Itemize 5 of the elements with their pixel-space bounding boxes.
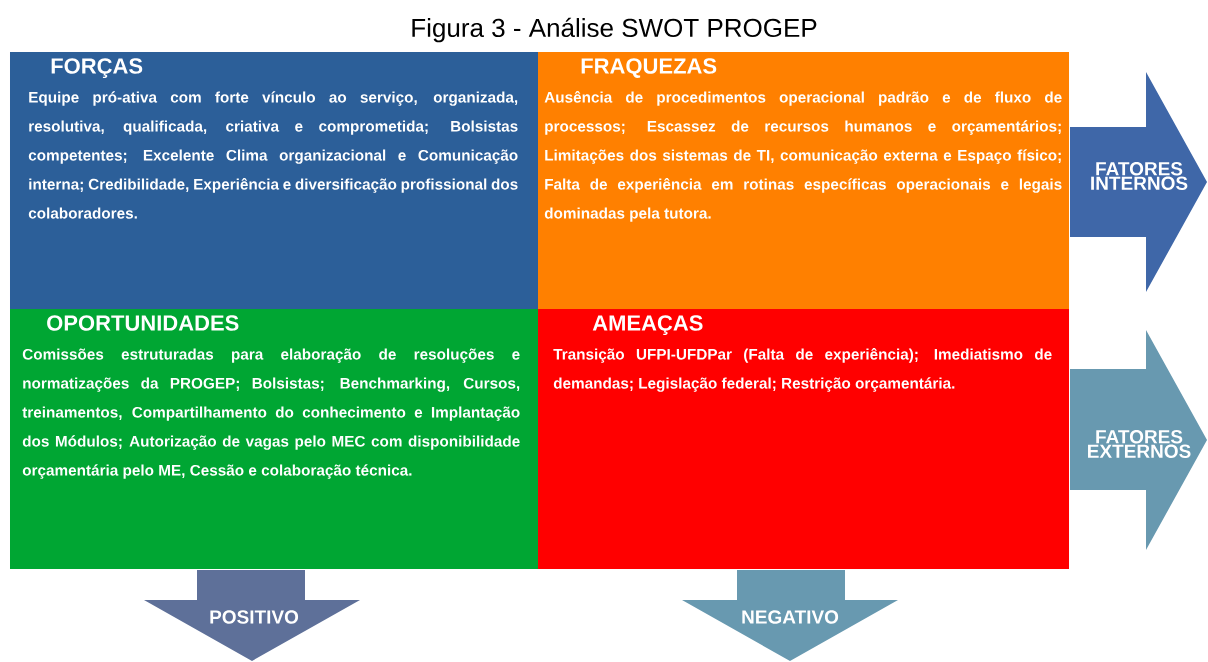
- swot-quadrant: AMEAÇAS Transição UFPI-UFDPar (Falta de experiência); Imediatismo de demandas; Legislação federal; Restrição orçamentária.: [538, 309, 1069, 569]
- swot-quadrant: FORÇAS Equipe pró-ativa com forte vínculo ao serviço, organizada, resolutiva, qualificada, criativa e comprometida; Bolsistas competentes; Excelente Clima organizacional e Comunicação interna; Credibilidade, Experiência e diversificação profissional dos colaboradores.: [10, 52, 538, 309]
- swot-quadrant: OPORTUNIDADES Comissões estruturadas para elaboração de resoluções e normatizações da PROGEP; Bolsistas; Benchmarking, Cursos, treinamentos, Compartilhamento do conhecimento e Implantação dos Módulos; Autorização de vagas pelo MEC com disponibilidade orçamentária pelo ME, Cessão e colaboração técnica.: [10, 309, 538, 569]
- swot-quadrant: FRAQUEZAS Ausência de procedimentos operacional padrão e de fluxo de processos; Escassez de recursos humanos e orçamentários; Limitações dos sistemas de TI, comunicação externa e Espaço físico; Falta de experiência em rotinas específicas operacionais e legais dominadas pela tutora.: [538, 52, 1069, 309]
- figure-title: Figura 3 - Análise SWOT PROGEP: [412, 17, 817, 43]
